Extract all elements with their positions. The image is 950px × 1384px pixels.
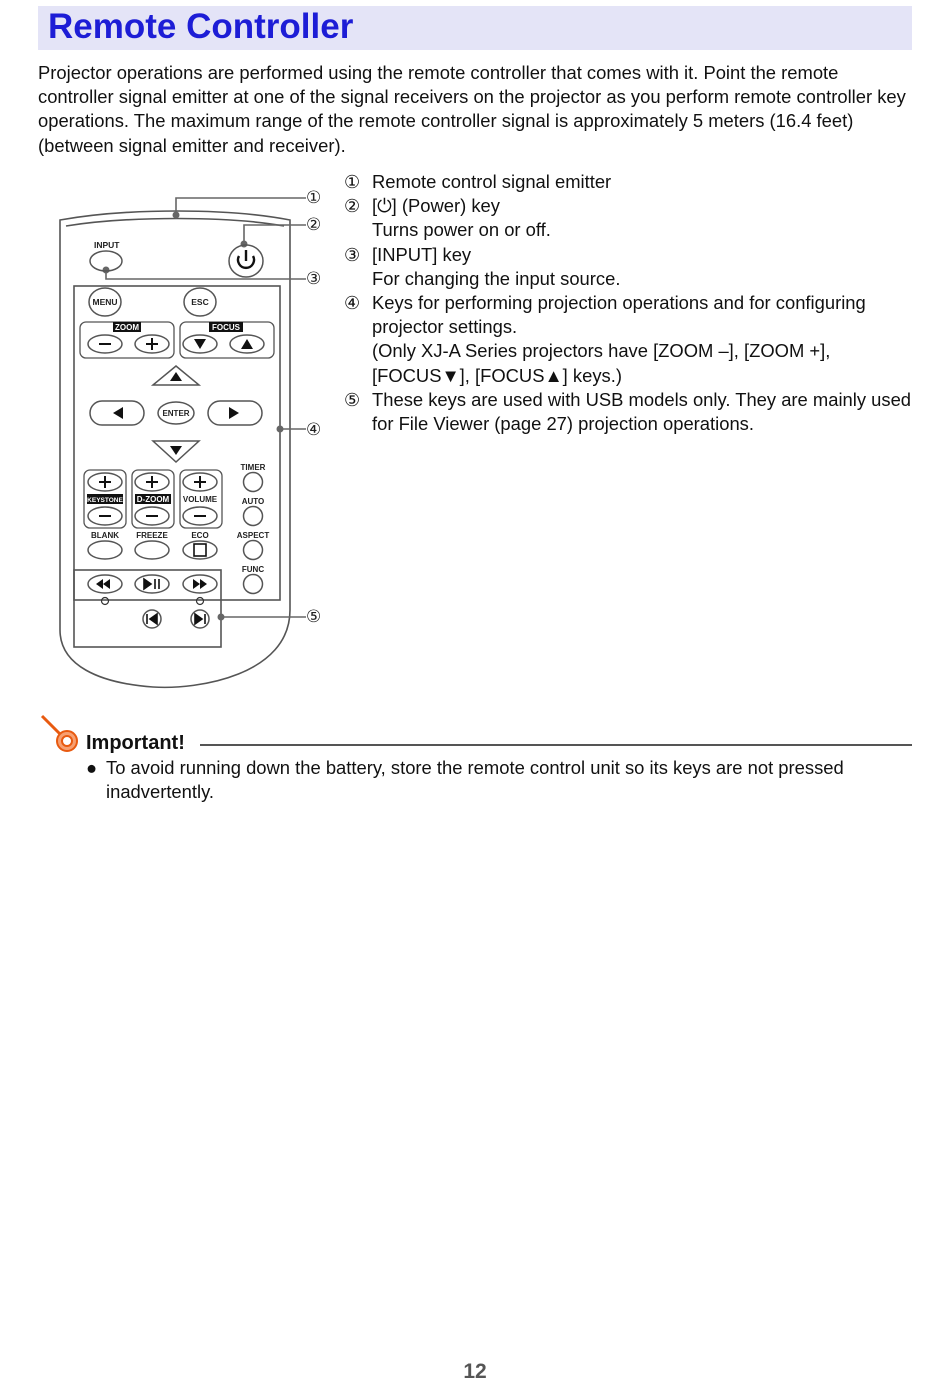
auto-key bbox=[242, 505, 264, 527]
focus-label: FOCUS bbox=[212, 323, 241, 332]
bullet-dot-icon: ● bbox=[86, 757, 98, 778]
volume-label: VOLUME bbox=[183, 495, 218, 504]
callout-item-5: ⑤ These keys are used with USB models onl… bbox=[344, 388, 924, 436]
eco-icon bbox=[193, 543, 207, 557]
blank-key bbox=[87, 540, 123, 560]
keystone-label: KEYSTONE bbox=[87, 497, 123, 504]
title-bar: Remote Controller bbox=[38, 6, 912, 50]
freeze-label: FREEZE bbox=[136, 531, 168, 540]
callout-item-number: ③ bbox=[344, 244, 361, 265]
callout-item-text: [INPUT] key bbox=[372, 243, 472, 265]
important-section: Important! bbox=[38, 712, 913, 754]
aspect-key bbox=[242, 539, 264, 561]
page-title: Remote Controller bbox=[48, 7, 354, 46]
callout-item-4: ④ Keys for performing projection operatio… bbox=[344, 291, 924, 388]
dzoom-label: D-ZOOM bbox=[137, 495, 170, 504]
focus-up-icon bbox=[241, 339, 253, 349]
callout-item-1: ① Remote control signal emitter bbox=[344, 170, 924, 194]
callout-item-text: [⏻] (Power) key bbox=[372, 195, 500, 217]
callout-item-text: For changing the input source. bbox=[372, 267, 621, 289]
play-pause-icon bbox=[143, 577, 160, 591]
input-key bbox=[89, 250, 123, 272]
func-key bbox=[242, 573, 264, 595]
rewind-icon bbox=[96, 579, 110, 589]
next-icon bbox=[194, 612, 206, 626]
down-arrow-icon bbox=[170, 446, 182, 455]
remote-illustration: ① ② ③ ④ ⑤ INPUT MENU ESC ZOOM FOCUS bbox=[59, 188, 321, 689]
up-arrow-icon bbox=[170, 372, 182, 381]
callout-4: ④ bbox=[306, 420, 321, 439]
callout-list: ① Remote control signal emitter ② [⏻] (Pow… bbox=[344, 170, 924, 436]
callout-item-number: ② bbox=[344, 196, 361, 217]
callout-item-text: Turns power on or off. bbox=[372, 219, 551, 241]
callout-item-number: ① bbox=[344, 172, 361, 192]
menu-key bbox=[88, 287, 122, 317]
blank-label: BLANK bbox=[91, 531, 119, 540]
callout-item-text: Keys for performing projection operation… bbox=[372, 292, 866, 338]
intro-paragraph: Projector operations are performed using… bbox=[38, 62, 906, 156]
eco-label: ECO bbox=[191, 531, 208, 540]
eco-key bbox=[182, 540, 218, 560]
page-number: 12 bbox=[463, 1360, 487, 1383]
callout-3: ③ bbox=[306, 269, 321, 288]
freeze-key bbox=[134, 540, 170, 560]
left-arrow-icon bbox=[113, 407, 123, 419]
enter-key-label: ENTER bbox=[162, 409, 189, 418]
callout-2: ② bbox=[306, 215, 321, 234]
callout-item-number: ④ bbox=[344, 293, 361, 314]
callout-item-text: (Only XJ-A Series projectors have [ZOOM … bbox=[372, 340, 831, 386]
timer-label: TIMER bbox=[241, 463, 266, 472]
esc-key bbox=[183, 287, 217, 317]
remote-diagram: ① ② ③ ④ ⑤ INPUT MENU ESC ZOOM FOCUS bbox=[38, 170, 338, 700]
timer-key bbox=[242, 471, 264, 493]
focus-down-icon bbox=[194, 339, 206, 349]
input-key-label: INPUT bbox=[94, 240, 120, 250]
previous-icon bbox=[146, 612, 158, 626]
func-label: FUNC bbox=[242, 565, 264, 574]
callout-5: ⑤ bbox=[306, 607, 321, 626]
important-bullet-text: To avoid running down the battery, store… bbox=[106, 757, 844, 803]
menu-key-label: MENU bbox=[92, 297, 117, 307]
callout-item-text: These keys are used with USB models only… bbox=[372, 388, 912, 435]
zoom-label: ZOOM bbox=[115, 323, 139, 332]
important-pin-icon bbox=[40, 714, 78, 752]
aspect-label: ASPECT bbox=[237, 531, 270, 540]
right-arrow-icon bbox=[229, 407, 239, 419]
esc-key-label: ESC bbox=[191, 297, 208, 307]
callout-1: ① bbox=[306, 188, 321, 207]
power-key bbox=[228, 244, 264, 278]
enter-key bbox=[157, 401, 195, 425]
callout-item-number: ⑤ bbox=[344, 389, 361, 410]
callout-item-text: Remote control signal emitter bbox=[372, 171, 612, 192]
important-heading: Important! bbox=[86, 732, 185, 754]
auto-label: AUTO bbox=[242, 497, 265, 506]
power-icon bbox=[236, 250, 256, 269]
important-divider bbox=[200, 744, 912, 746]
fast-forward-icon bbox=[193, 579, 207, 589]
